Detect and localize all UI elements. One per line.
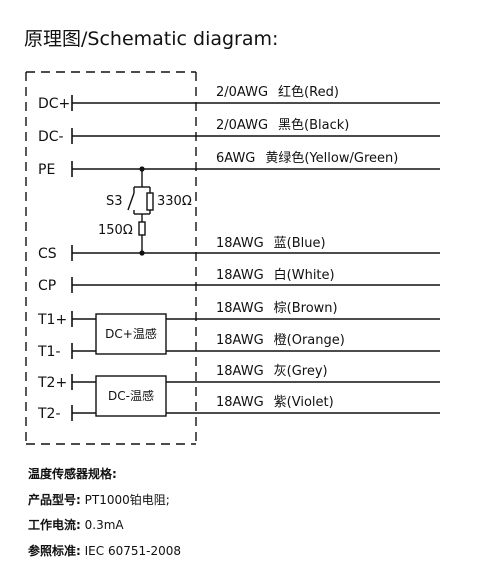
wires	[72, 102, 440, 414]
dc-minus-temp-sensor-box	[95, 375, 167, 417]
spec-standard: 参照标准: IEC 60751-2008	[28, 539, 181, 565]
resistor-network	[127, 169, 154, 253]
sensor-spec-block: 温度传感器规格: 产品型号: PT1000铂电阻; 工作电流: 0.3mA 参照…	[28, 462, 181, 564]
spec-model-label: 产品型号:	[28, 492, 81, 507]
pin-label-dc-plus: DC+	[38, 96, 70, 112]
resistor-label-330: 330Ω	[157, 194, 192, 209]
dc-minus-temp-sensor-label: DC-温感	[108, 388, 154, 403]
pin-label-t1-minus: T1-	[37, 344, 61, 360]
pin-label-t2-minus: T2-	[37, 406, 61, 422]
dc-plus-temp-sensor-box	[95, 313, 167, 355]
pin-label-dc-minus: DC-	[38, 129, 64, 145]
spec-heading: 温度传感器规格:	[28, 467, 117, 481]
resistor-label-150: 150Ω	[98, 223, 133, 238]
pin-label-t2-plus: T2+	[37, 375, 67, 391]
pin-label-t1-plus: T1+	[37, 312, 67, 328]
network-nodes	[139, 166, 145, 256]
connector-outline	[25, 71, 197, 445]
spec-model-value: PT1000铂电阻;	[84, 492, 170, 507]
spec-model: 产品型号: PT1000铂电阻;	[28, 488, 181, 514]
dc-plus-temp-sensor-label: DC+温感	[105, 326, 157, 341]
pin-label-cp: CP	[38, 278, 56, 294]
spec-current: 工作电流: 0.3mA	[28, 513, 181, 539]
spec-current-label: 工作电流:	[28, 518, 81, 532]
spec-current-value: 0.3mA	[84, 518, 124, 532]
spec-standard-label: 参照标准:	[28, 543, 81, 558]
spec-standard-value: IEC 60751-2008	[84, 543, 181, 558]
switch-label-s3: S3	[106, 194, 123, 209]
diagram-title: 原理图/Schematic diagram:	[24, 28, 279, 50]
pin-label-cs: CS	[38, 246, 57, 262]
pin-label-pe: PE	[38, 162, 55, 178]
